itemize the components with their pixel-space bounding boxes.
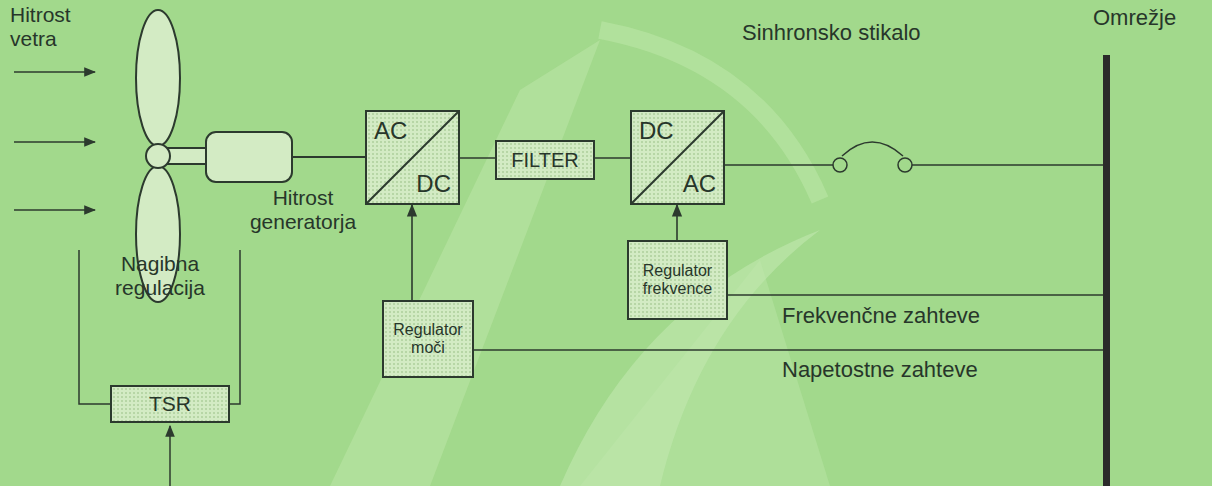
connector — [725, 164, 1103, 166]
node-text: DC — [639, 117, 674, 145]
inverter-box: DC AC — [630, 110, 725, 205]
wind-arrow — [14, 141, 95, 143]
node-text: Omrežje — [1093, 5, 1176, 30]
node-text: Regulator moči — [384, 321, 472, 358]
rotor-hub — [146, 144, 170, 168]
node-text: Regulator frekvence — [629, 262, 726, 299]
grid-bus: Omrežje — [1103, 55, 1110, 486]
annotation-label: Hitrost vetra — [10, 3, 105, 51]
watermark — [330, 40, 600, 486]
node-text: AC — [683, 170, 716, 198]
wind-arrow — [14, 71, 95, 73]
rotor-blade — [136, 10, 180, 146]
watermark — [560, 230, 820, 486]
shaft — [168, 148, 208, 164]
edge-label: Napetostne zahteve — [782, 357, 978, 382]
connector — [460, 157, 495, 159]
switch-arm — [842, 142, 903, 156]
input-arrow — [169, 426, 171, 486]
pitch-bracket — [230, 250, 240, 404]
annotation-label: Nagibna regulacija — [84, 252, 236, 300]
rectifier-box: AC DC — [365, 110, 460, 205]
wind-arrow — [14, 209, 95, 211]
node-text: DC — [416, 170, 451, 198]
connector — [474, 349, 1103, 351]
connector — [676, 205, 678, 240]
edge-label: Sinhronsko stikalo — [742, 20, 921, 45]
pitch-bracket — [79, 250, 110, 404]
connector — [595, 157, 630, 159]
power-regulator-box: Regulator moči — [382, 300, 474, 378]
annotation-label: Hitrost generatorja — [236, 186, 370, 234]
generator-wire — [292, 156, 365, 158]
generator-body — [206, 132, 292, 182]
tsr-box: TSR — [110, 385, 230, 423]
frequency-regulator-box: Regulator frekvence — [627, 240, 728, 320]
filter-box: FILTER — [495, 140, 595, 180]
edge-label: Frekvenčne zahteve — [782, 303, 980, 328]
node-text: TSR — [145, 392, 195, 416]
switch-contact — [833, 158, 847, 172]
node-text: FILTER — [507, 149, 582, 172]
connector — [411, 205, 413, 300]
switch-contact — [898, 158, 912, 172]
connector — [728, 294, 1103, 296]
node-text: AC — [374, 117, 407, 145]
